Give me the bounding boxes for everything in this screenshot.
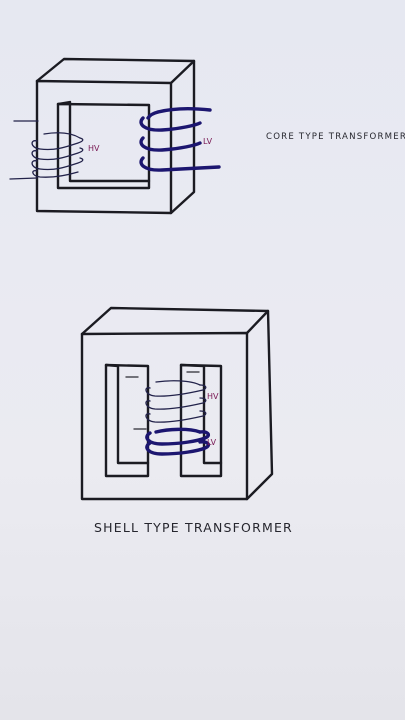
core-window-depth (56, 100, 151, 183)
core-hv-winding (9, 120, 84, 180)
shell-left-window-depth (104, 363, 150, 465)
shell-right-window (179, 363, 223, 478)
shell-lv-winding (145, 427, 211, 456)
core-front-window (56, 102, 151, 190)
core-top-face (35, 57, 196, 85)
core-lv-label: LV (203, 137, 213, 146)
core-lv-winding (139, 106, 221, 172)
shell-lv-label: LV (207, 438, 217, 447)
core-right-face (169, 59, 196, 215)
shell-left-window (104, 363, 150, 478)
shell-right-face (245, 309, 274, 501)
shell-type-diagram: HV LV SHELL TYPE TRANSFORMER (80, 306, 293, 535)
shell-right-window-depth (179, 363, 223, 465)
core-hv-label: HV (88, 144, 100, 153)
core-type-title: CORE TYPE TRANSFORMER (266, 132, 405, 142)
shell-type-title: SHELL TYPE TRANSFORMER (94, 520, 293, 535)
shell-hv-winding (145, 380, 207, 423)
shell-top-face (80, 306, 270, 336)
core-type-diagram: HV LV CORE TYPE TRANSFORMER (9, 57, 405, 215)
shell-hv-label: HV (207, 392, 219, 401)
